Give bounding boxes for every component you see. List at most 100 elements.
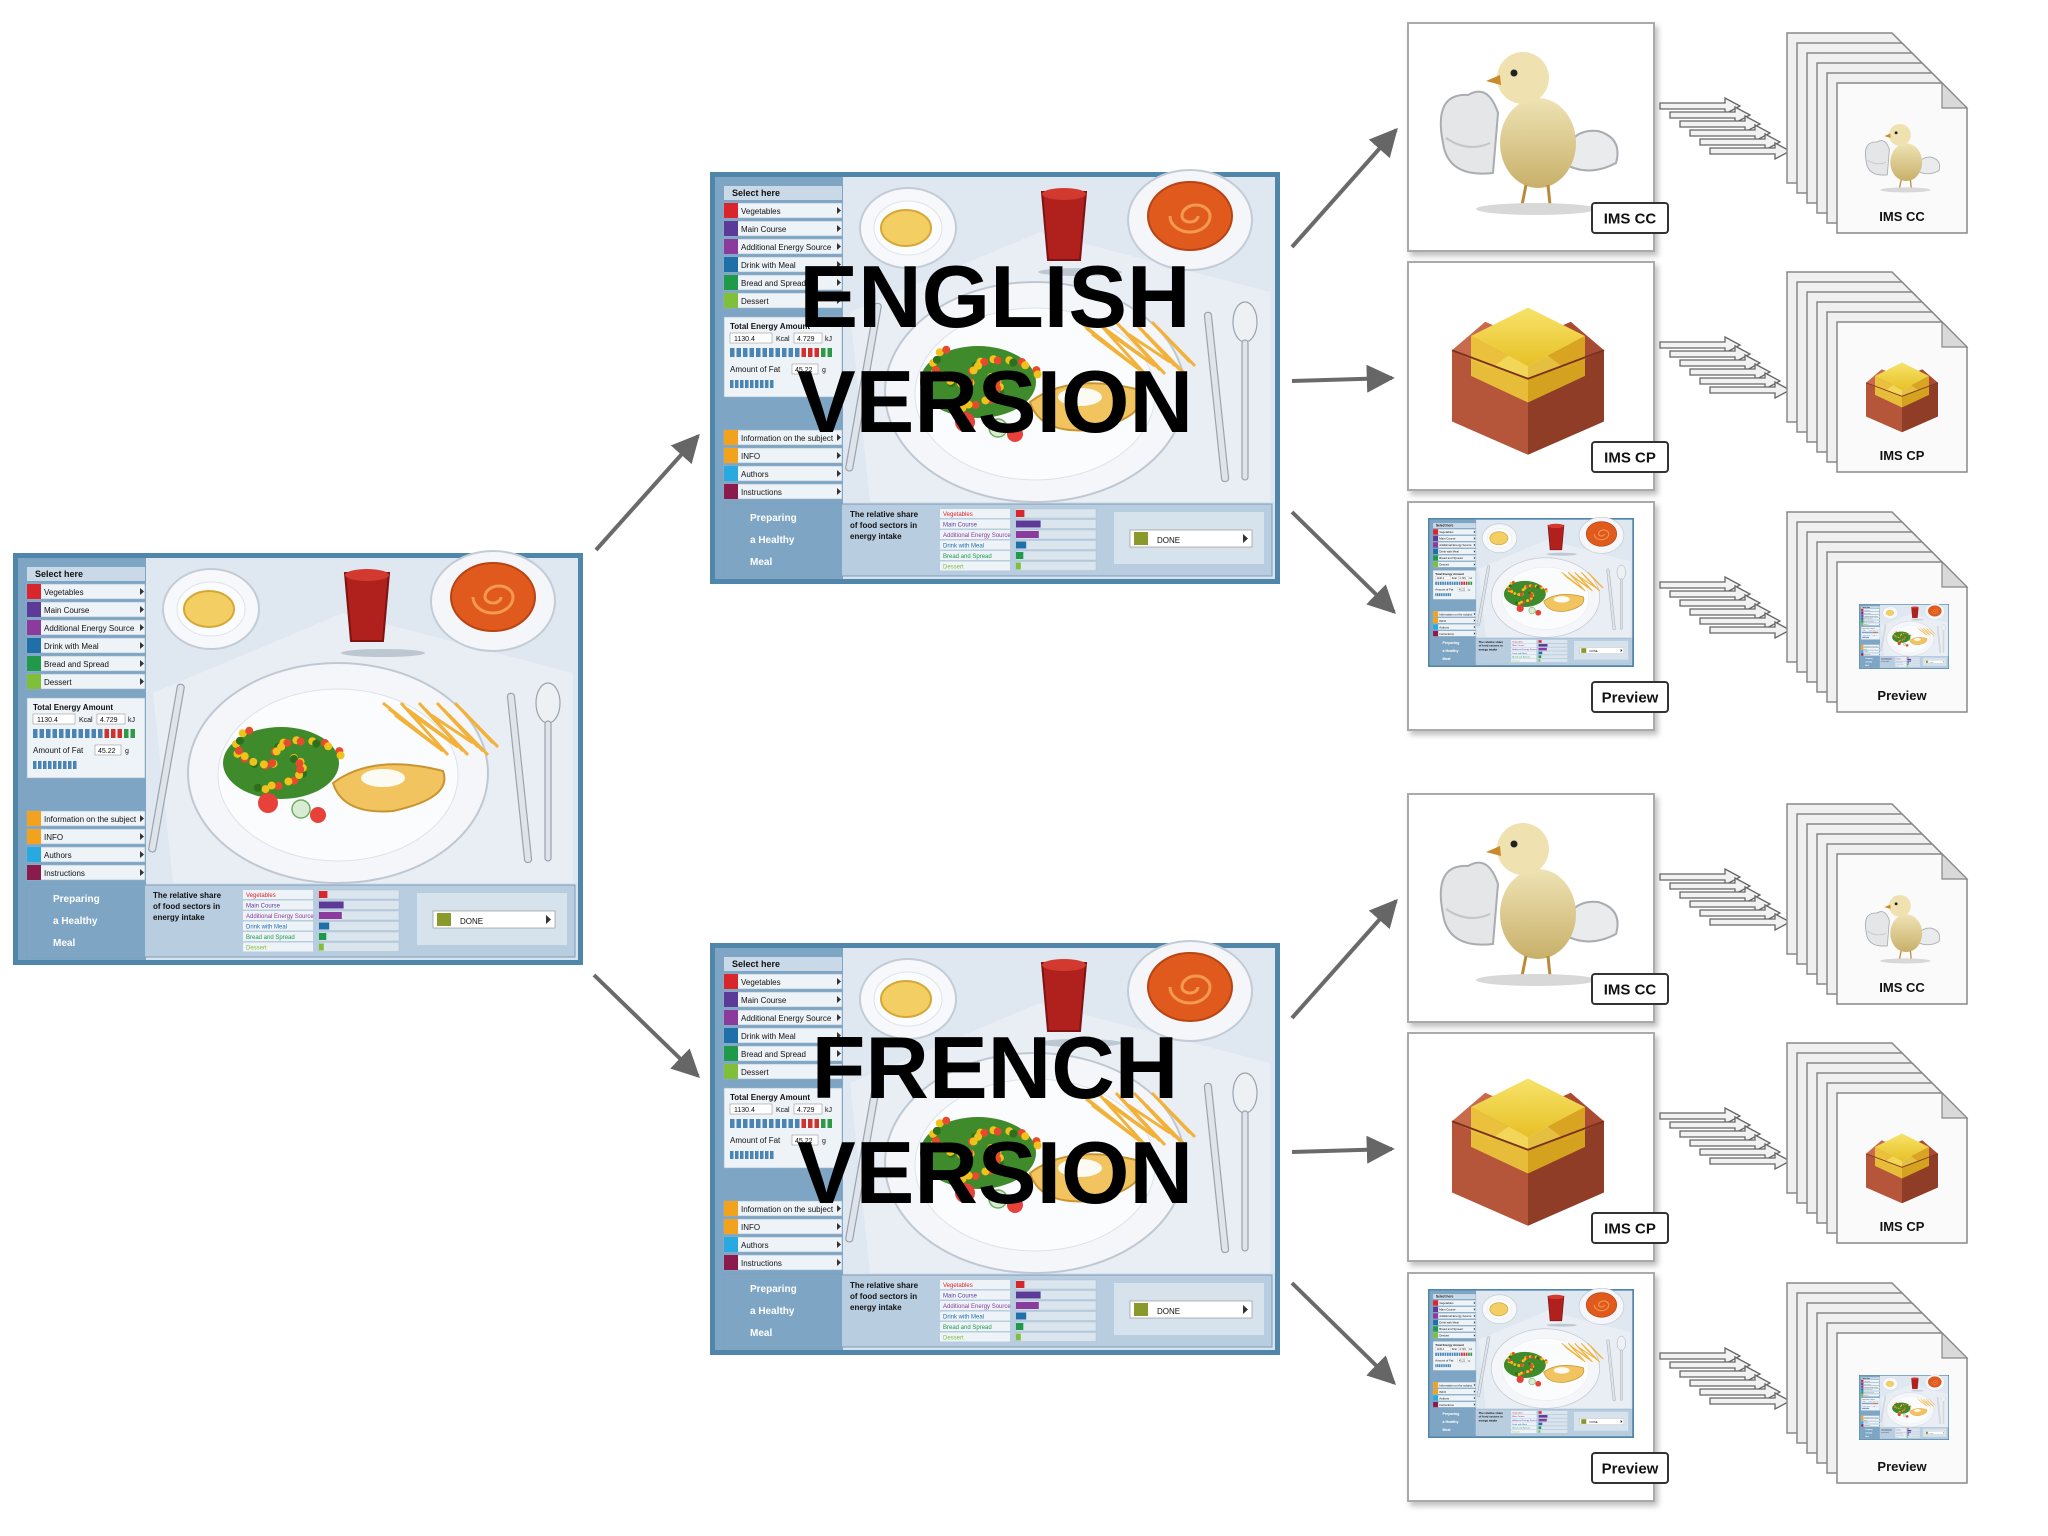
batch-arrows	[1660, 577, 1790, 638]
share-bar	[1539, 648, 1547, 651]
kcal-unit: Kcal	[776, 1107, 790, 1114]
energy-meter-segment	[743, 348, 748, 357]
info-menu-label: INFO	[741, 452, 760, 461]
menu-color-swatch	[1433, 542, 1438, 547]
share-bar	[319, 902, 344, 909]
batch-arrows	[1660, 337, 1790, 398]
done-swatch	[1581, 648, 1586, 653]
eggshell-left	[1865, 912, 1889, 946]
document-stack-icon: IMS CP	[1787, 1043, 1967, 1243]
info-color-swatch	[1433, 1382, 1438, 1387]
done-button	[1925, 1431, 1944, 1434]
done-label: DONE	[1157, 1307, 1180, 1316]
fat-meter-segment	[735, 380, 739, 388]
share-track	[1907, 1436, 1920, 1437]
bread-roll	[1490, 1303, 1508, 1316]
share-bar	[1539, 1426, 1542, 1429]
energy-meter-segment	[737, 348, 742, 357]
document-label: Preview	[1877, 1459, 1927, 1474]
relative-share-line: The relative share	[850, 510, 919, 519]
share-track	[1907, 1433, 1920, 1434]
energy-meter-segment	[1438, 1353, 1440, 1356]
info-menu-label: INFO	[741, 1223, 760, 1232]
info-menu-label: Instructions	[741, 488, 782, 497]
amount-fat-label: Amount of Fat	[730, 1136, 781, 1145]
app-title-line: Preparing	[750, 513, 797, 524]
energy-meter-segment	[1445, 1353, 1447, 1356]
energy-meter-segment	[131, 729, 136, 738]
legend-label: Drink with Meal	[246, 925, 287, 931]
fat-meter-segment	[1439, 1364, 1440, 1367]
share-track	[1016, 1333, 1096, 1342]
info-color-swatch	[1861, 650, 1863, 652]
energy-meter-segment	[789, 1119, 794, 1128]
app-title-line: Meal	[750, 1328, 772, 1339]
bread-roll	[184, 591, 234, 627]
energy-meter-segment	[1435, 1353, 1437, 1356]
energy-meter-segment	[1868, 632, 1869, 633]
fat-unit: g	[125, 748, 129, 755]
fat-meter-segment	[1868, 637, 1869, 638]
relative-share-line: energy intake	[153, 913, 205, 922]
fat-value: 45.22	[98, 748, 116, 755]
share-track	[319, 922, 399, 931]
done-label: DONE	[1157, 536, 1180, 545]
share-track	[1907, 664, 1920, 665]
app-title-line: Meal	[53, 938, 75, 949]
menu-color-swatch	[1433, 1313, 1438, 1318]
legend-label: Vegetables	[246, 893, 276, 899]
energy-meter-segment	[1452, 582, 1454, 585]
spoon	[1617, 1336, 1626, 1350]
menu-color-swatch	[724, 203, 738, 218]
relative-share-line: energy intake	[1479, 648, 1498, 652]
share-track	[1016, 562, 1096, 571]
share-track	[1016, 1312, 1096, 1321]
kcal-value: 1130.4	[37, 717, 58, 724]
info-menu-label: Information on the subject	[44, 815, 137, 824]
menu-item-label: Main Course	[741, 225, 787, 234]
menu-item-label: Additional Energy Source	[1439, 1314, 1472, 1318]
relative-share-line: The relative share	[850, 1281, 919, 1290]
info-color-swatch	[1861, 645, 1863, 647]
energy-meter-segment	[33, 729, 38, 738]
fat-meter-segment	[1865, 1408, 1866, 1409]
flow-arrow	[1292, 901, 1396, 1018]
fat-meter-segment	[760, 380, 764, 388]
energy-meter-segment	[776, 1119, 781, 1128]
info-color-swatch	[1861, 1424, 1863, 1426]
kj-value: 4.729	[1459, 577, 1466, 580]
done-button	[433, 911, 555, 928]
fat-meter-segment	[48, 761, 52, 769]
relative-share-line: of food sectors in	[153, 902, 220, 911]
spoon	[1233, 1073, 1257, 1113]
info-color-swatch	[1433, 1395, 1438, 1400]
share-bar	[1539, 655, 1542, 658]
energy-meter-segment	[750, 1119, 755, 1128]
energy-meter-segment	[1872, 632, 1873, 633]
share-bar	[1016, 1313, 1026, 1320]
page-fold	[1942, 1093, 1967, 1118]
info-color-swatch	[1433, 1402, 1438, 1407]
share-track	[1907, 662, 1920, 663]
menu-item-label: Dessert	[741, 297, 769, 306]
info-menu-label: Authors	[1439, 625, 1449, 629]
share-bar	[1539, 640, 1542, 643]
energy-meter-segment	[1878, 632, 1879, 633]
share-track	[1907, 1428, 1920, 1429]
relative-share-line: of food sectors in	[1479, 1415, 1503, 1419]
share-track	[1539, 640, 1568, 643]
select-here-label: Select here	[35, 569, 83, 579]
bread-roll	[881, 210, 931, 246]
menu-color-swatch	[1861, 612, 1863, 614]
energy-meter-segment	[1461, 582, 1463, 585]
chick-eye	[1511, 841, 1518, 848]
menu-color-swatch	[724, 257, 738, 272]
done-label: DONE	[1590, 1420, 1598, 1424]
output-card: IMS CC	[1408, 794, 1668, 1022]
menu-item-label: Bread and Spread	[1439, 1327, 1463, 1331]
menu-color-swatch	[724, 992, 738, 1007]
app-title-line: a Healthy	[750, 535, 795, 546]
energy-meter-segment	[1442, 1353, 1444, 1356]
fat-meter-segment	[68, 761, 72, 769]
energy-meter-segment	[105, 729, 110, 738]
